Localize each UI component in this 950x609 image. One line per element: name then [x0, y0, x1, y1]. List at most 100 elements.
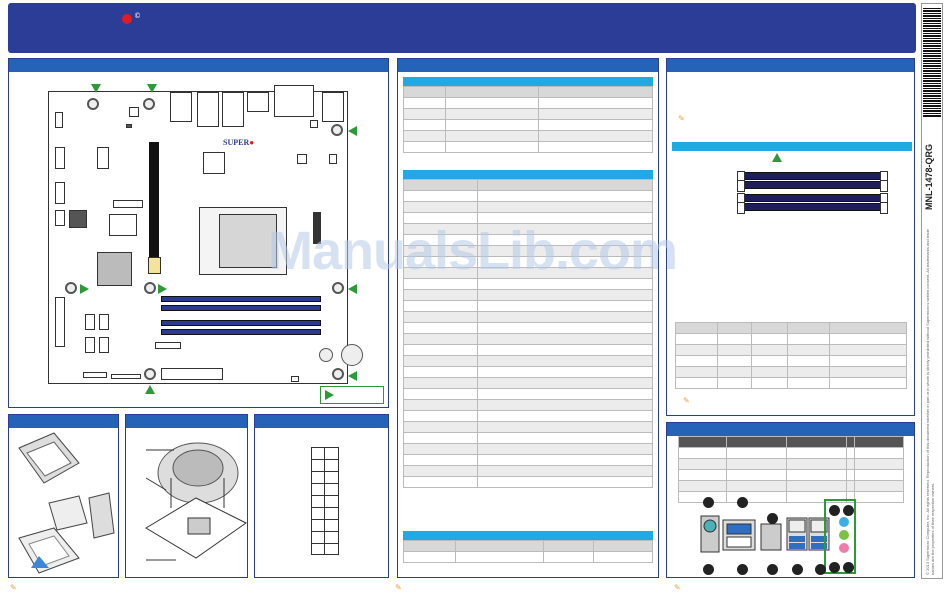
header-banner: © [8, 3, 916, 53]
io-connector [247, 92, 269, 112]
registered-mark: © [134, 12, 141, 20]
header-connector [155, 342, 181, 349]
section-header [9, 59, 388, 72]
part-number: MNL-1478-QRG [924, 143, 934, 210]
legend-box [320, 386, 384, 404]
section-header [667, 423, 914, 436]
callout-marker [737, 564, 748, 575]
section-header [255, 415, 388, 428]
chip [329, 154, 337, 164]
table-subheader [403, 77, 653, 86]
io-connector [197, 92, 219, 127]
table-subheader [403, 531, 653, 540]
section-header [398, 59, 658, 72]
dimm-module [737, 171, 888, 183]
callout-marker [703, 564, 714, 575]
io-connector [222, 92, 244, 127]
mounting-hole [144, 282, 156, 294]
callout-marker [815, 564, 826, 575]
sata-port [99, 314, 109, 330]
header-connector [55, 182, 65, 204]
mounting-hole [319, 348, 333, 362]
callout-marker [703, 497, 714, 508]
dimm-slot [161, 329, 321, 335]
chip [129, 107, 139, 117]
jumper-table [403, 179, 653, 488]
pcie-slot-latch [148, 257, 161, 274]
header-connector [113, 200, 143, 208]
section-header [126, 415, 247, 428]
chip [297, 154, 307, 164]
callout-marker [843, 562, 854, 573]
chip [126, 124, 132, 128]
note-icon: ✎ [10, 583, 17, 592]
section-header [667, 59, 914, 72]
sata-port [85, 314, 95, 330]
dimm-module [737, 202, 888, 214]
header-connector [55, 297, 65, 347]
header-connector [83, 372, 107, 378]
mounting-hole [331, 124, 343, 136]
table-subheader [672, 142, 912, 151]
dimm-slot [161, 296, 321, 302]
audio-ports-highlight [824, 499, 856, 574]
watermark: ManualsLib.com [268, 221, 678, 281]
note-icon: ✎ [674, 583, 681, 592]
callout-marker [737, 497, 748, 508]
mounting-hole [144, 368, 156, 380]
connector-table [403, 86, 653, 153]
section-header [9, 415, 118, 428]
note-icon: ✎ [678, 114, 685, 123]
dimm-slot [161, 305, 321, 311]
header-connector [97, 147, 109, 169]
arrow-right-icon [158, 284, 167, 294]
callout-marker [767, 564, 778, 575]
sata-port [85, 337, 95, 353]
motherboard-diagram: SUPER● [48, 85, 363, 384]
io-connector [170, 92, 192, 122]
arrow-down-icon [91, 84, 101, 93]
sata-port [99, 337, 109, 353]
led-table [403, 540, 653, 563]
memory-population-table [675, 322, 907, 389]
arrow-right-icon [325, 390, 334, 400]
dimm-module [737, 193, 888, 205]
pch-chip [97, 252, 132, 286]
callout-marker [829, 505, 840, 516]
cpu-install-illustration [18, 432, 115, 574]
battery-icon [341, 344, 363, 366]
heatsink-illustration [145, 442, 247, 561]
mounting-hole [332, 368, 344, 380]
io-connector [274, 85, 314, 117]
arrow-down-icon [147, 84, 157, 93]
cpu-install-panel [8, 414, 119, 578]
header-connector [55, 210, 65, 226]
io-port-table [678, 436, 904, 503]
pin-header [311, 447, 339, 555]
note-icon: ✎ [683, 396, 690, 405]
pin-divider [324, 447, 325, 555]
arrow-left-icon [348, 284, 357, 294]
chip [203, 152, 225, 174]
chip [109, 214, 137, 236]
header-connector [111, 374, 141, 379]
dimm-slot [161, 320, 321, 326]
arrow-left-icon [348, 126, 357, 136]
heatsink-install-panel [125, 414, 248, 578]
side-strip [921, 3, 943, 579]
brand-logo: SUPER● [223, 138, 255, 147]
atx-power-connector [161, 368, 223, 380]
mounting-hole [87, 98, 99, 110]
chip [310, 120, 318, 128]
io-connector [322, 92, 344, 122]
mounting-hole [143, 98, 155, 110]
arrow-up-icon [145, 385, 155, 394]
callout-marker [829, 562, 840, 573]
chip [291, 376, 299, 382]
cpu-socket-inner [219, 214, 277, 268]
m2-slot [313, 212, 321, 244]
dimm-module [737, 180, 888, 192]
brand-dot-icon [122, 14, 132, 24]
chip [69, 210, 87, 228]
pcie-slot [149, 142, 159, 257]
